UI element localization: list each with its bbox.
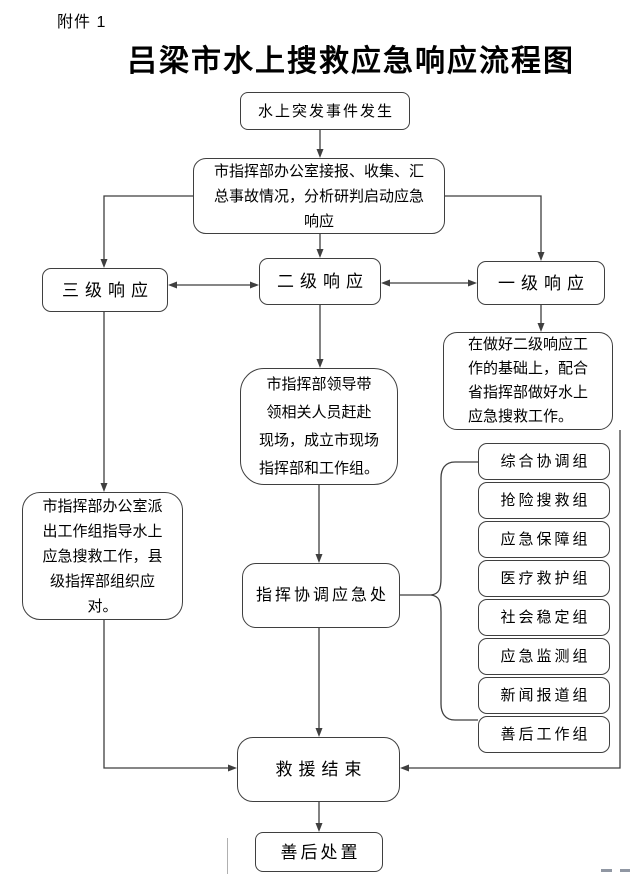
flow-node-command-coordination: 指挥协调应急处	[242, 563, 400, 628]
work-group-item: 综合协调组	[478, 443, 610, 480]
page-number-fragment	[601, 869, 612, 872]
page-title: 吕梁市水上搜救应急响应流程图	[127, 45, 575, 78]
work-group-item: 社会稳定组	[478, 599, 610, 636]
flow-node-office-assess: 市指挥部办公室接报、收集、汇 总事故情况，分析研判启动应急 响应	[193, 158, 445, 234]
work-group-item: 应急保障组	[478, 521, 610, 558]
work-group-item: 抢险搜救组	[478, 482, 610, 519]
scan-artifact-line	[227, 838, 228, 874]
attachment-label: 附件 1	[57, 14, 107, 31]
flow-node-level1-response: 一级响应	[477, 261, 605, 305]
work-group-item: 善后工作组	[478, 716, 610, 753]
flow-node-level2-action: 市指挥部领导带 领相关人员赶赴 现场，成立市现场 指挥部和工作组。	[240, 368, 398, 485]
work-group-item: 新闻报道组	[478, 677, 610, 714]
flow-node-level1-action: 在做好二级响应工 作的基础上，配合 省指挥部做好水上 应急搜救工作。	[443, 332, 613, 430]
flow-node-level3-action: 市指挥部办公室派 出工作组指导水上 应急搜救工作，县 级指挥部组织应 对。	[22, 492, 183, 620]
flow-node-rescue-end: 救援结束	[237, 737, 400, 802]
work-group-item: 应急监测组	[478, 638, 610, 675]
flow-node-start: 水上突发事件发生	[240, 92, 410, 130]
work-group-item: 医疗救护组	[478, 560, 610, 597]
page-number-fragment	[620, 869, 630, 872]
flow-node-level3-response: 三级响应	[42, 268, 168, 312]
flow-node-aftermath: 善后处置	[255, 832, 383, 872]
flow-node-level2-response: 二级响应	[259, 258, 381, 305]
